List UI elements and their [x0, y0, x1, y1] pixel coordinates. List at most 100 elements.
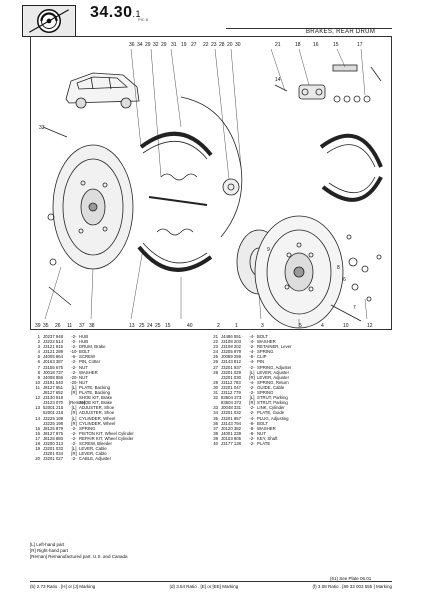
part-number: 83504 373 [221, 395, 242, 401]
part-ref-number: 11 [35, 384, 40, 390]
part-number: J4001 239 [221, 430, 242, 436]
part-description: SCREW [79, 354, 95, 360]
part-description: NUT [79, 374, 88, 380]
part-description: GUIDE, Cable [257, 384, 285, 390]
part-ref-number: 34 [213, 410, 218, 416]
part-quantity: [L] [249, 369, 255, 375]
part-description: SHOE KIT, Brake [79, 395, 113, 401]
callout-label: 33 [39, 125, 45, 131]
part-ref-number: 37 [213, 425, 218, 431]
part-description: BOLT [257, 334, 268, 339]
part-description: CYLINDER, Wheel [79, 415, 116, 421]
part-ref-number: 28 [213, 369, 218, 375]
part-number: J3121 915 [43, 344, 64, 350]
part-quantity: -8- [249, 420, 255, 426]
part-number: J3108 203 [221, 339, 242, 345]
callout-label: 19 [181, 42, 187, 48]
part-description: KEY, Shaft [257, 435, 278, 441]
part-ref-number: 36 [213, 420, 218, 426]
part-ref-number: 25 [213, 354, 218, 360]
part-quantity: -2- [71, 425, 77, 431]
part-number: J0120 382 [221, 425, 242, 431]
part-number: J0237 948 [43, 334, 64, 339]
part-row: 52001 216[R]ADJUSTER, Shoe [32, 410, 202, 415]
part-description: PIN [257, 359, 265, 365]
note-reman: [Reman] Remanufactured part. U.S. and Ca… [30, 554, 128, 559]
callout-label: 25 [155, 323, 161, 329]
exploded-diagram: 21 18 16 15 17 36 34 29 32 29 31 19 27 2… [30, 36, 392, 330]
part-number: J3191 540 [43, 379, 64, 385]
callout-label: 24 [147, 323, 153, 329]
part-quantity: -4- [249, 415, 255, 421]
callout-label: 31 [171, 42, 177, 48]
part-number: J3201 034 [43, 451, 64, 457]
callout-label: 35 [43, 323, 49, 329]
ratio-note: (b) 2.73 Ratio . [H] or [J] Marking [30, 584, 96, 589]
part-quantity: -20- [70, 379, 78, 385]
part-ref-number: 17 [35, 435, 40, 441]
part-quantity: -2- [71, 344, 77, 350]
part-ref-number: 16 [35, 430, 40, 436]
part-quantity: [R] [71, 451, 77, 457]
part-quantity: -4- [249, 339, 255, 345]
legend-notes: [L] Left-hand part [R] Right-hand part [… [30, 542, 128, 560]
part-description: PLATE, Backing [79, 390, 110, 396]
callout-label: 32 [153, 42, 159, 48]
part-description: SPRING [257, 349, 274, 355]
part-ref-number: 13 [35, 405, 40, 411]
part-number: J3108 202 [221, 344, 242, 350]
part-description: LINK, Cylinder [257, 405, 285, 411]
part-description: CYLINDER, Wheel [79, 420, 116, 426]
part-quantity: -10- [70, 349, 78, 355]
part-ref-number: 3 [37, 344, 40, 350]
callout-label: 21 [275, 42, 281, 48]
part-description: PLATE [257, 440, 271, 446]
part-ref-number: 18 [35, 440, 40, 446]
part-ref-number: 38 [213, 430, 218, 436]
part-description: SCREW, Bleeder [79, 440, 112, 446]
callout-label: 2 [217, 323, 220, 329]
callout-label: 9 [267, 247, 270, 253]
part-quantity: -4- [249, 359, 255, 365]
part-row: J3201 034[R]LEVER, Cable [32, 451, 202, 456]
part-number: J3201 957 [221, 415, 242, 421]
ratio-note: (d) 3.54 Ratio . [E] or [EE] Marking [169, 584, 239, 589]
part-ref-number: 27 [213, 364, 218, 370]
part-number: J0103 905 [221, 435, 242, 441]
callout-label: 7 [353, 305, 356, 311]
part-number: J3177 138 [221, 440, 242, 446]
part-quantity: [R] [249, 400, 255, 406]
brake-drum-logo-icon [22, 5, 76, 37]
part-number: 52001 216 [43, 410, 64, 416]
callout-label: 16 [313, 42, 319, 48]
part-number: J4486 551 [221, 334, 242, 339]
part-description: WASHER [79, 369, 98, 375]
page-header: 34.30.1 PIC 8 BRAKES, REAR DRUM [0, 0, 421, 37]
part-description: WASHER [257, 339, 276, 345]
callout-label: 30 [235, 42, 241, 48]
part-quantity: [L] [71, 446, 77, 452]
callout-label: 36 [129, 42, 135, 48]
callout-label: 6 [343, 277, 346, 283]
ratio-footer: (b) 2.73 Ratio . [H] or [J] Marking (d) … [30, 584, 392, 589]
part-ref-number: 5 [37, 354, 40, 360]
part-ref-number: 14 [35, 415, 40, 421]
part-quantity: -2- [71, 339, 77, 345]
title-rule [226, 28, 392, 29]
ratio-note: (f) 3.08 Ratio . [89 33 003 555 ] Markin… [312, 584, 392, 589]
part-quantity: -2- [71, 435, 77, 441]
part-quantity: -2- [71, 359, 77, 365]
part-description: REPAIR KIT, Wheel Cylinder [79, 435, 134, 441]
part-description: PLUG, Adjusting [257, 415, 289, 421]
